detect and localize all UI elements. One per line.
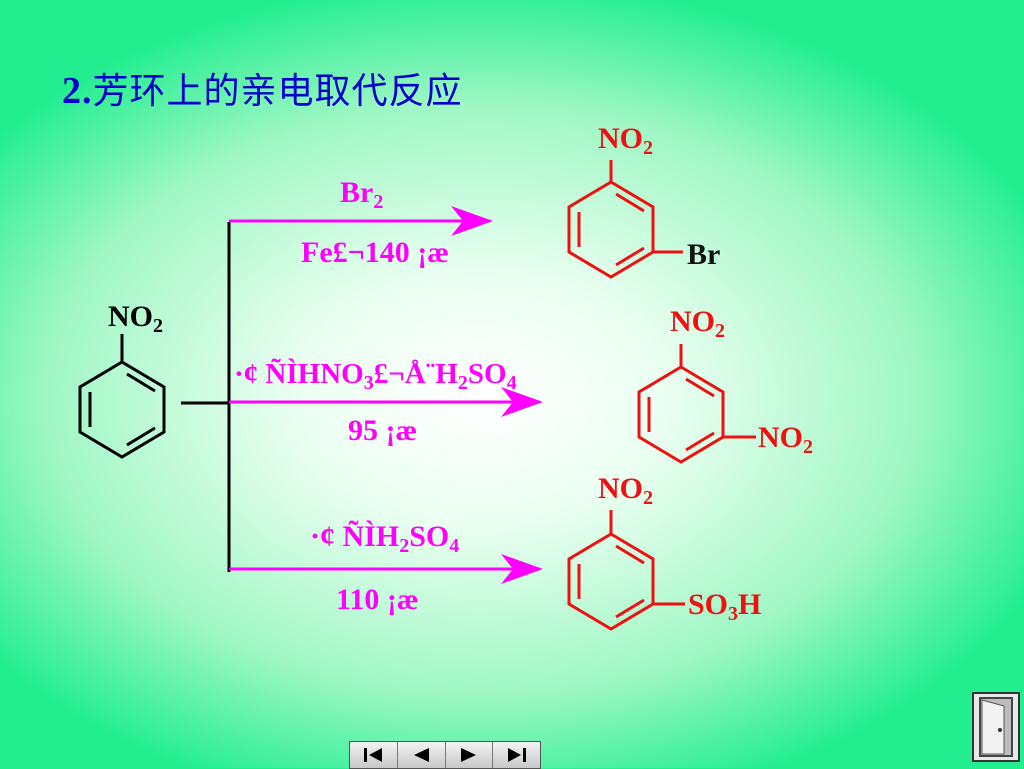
door-exit-icon [979, 697, 1013, 757]
reaction-1-condition: Fe£¬140 ¡æ [301, 236, 449, 269]
previous-slide-button[interactable] [397, 742, 446, 768]
product-3-so3h-label: SO3H [688, 588, 762, 625]
reaction-3-condition: 110 ¡æ [336, 583, 419, 616]
next-slide-icon [460, 748, 476, 762]
slide-title: 2.芳环上的亲电取代反应 [62, 62, 463, 114]
next-slide-button[interactable] [445, 742, 494, 768]
title-number: 2. [62, 70, 93, 112]
reactant-no2-label: NO2 [108, 300, 163, 337]
first-slide-button[interactable] [350, 742, 398, 768]
product-3-benzene-ring [567, 510, 685, 631]
product-1-no2-label: NO2 [598, 122, 653, 159]
reaction-2-condition: 95 ¡æ [348, 414, 418, 447]
title-text: 芳环上的亲电取代反应 [92, 71, 463, 112]
product-2-benzene-ring [637, 344, 756, 464]
product-2-no2-top-label: NO2 [670, 305, 725, 342]
product-2-no2-meta-label: NO2 [758, 421, 813, 458]
reaction-1-reagent: Br2 [340, 176, 384, 213]
reactant-benzene-ring [78, 334, 166, 459]
product-1-benzene-ring [567, 160, 683, 279]
branch-connector [181, 222, 231, 572]
reaction-3-reagent: ·¢ ÑÌH2SO4 [310, 520, 460, 557]
product-3-no2-label: NO2 [598, 472, 653, 509]
product-1-br-label: Br [687, 238, 721, 271]
reaction-2-reagent: ·¢ ÑÌHNO3£¬Å¨H2SO4 [234, 358, 517, 394]
first-slide-icon [364, 748, 383, 762]
last-slide-button[interactable] [493, 742, 540, 768]
slide-navigation-bar [349, 741, 541, 769]
exit-button[interactable] [972, 692, 1020, 762]
previous-slide-icon [414, 748, 430, 762]
last-slide-icon [507, 748, 526, 762]
